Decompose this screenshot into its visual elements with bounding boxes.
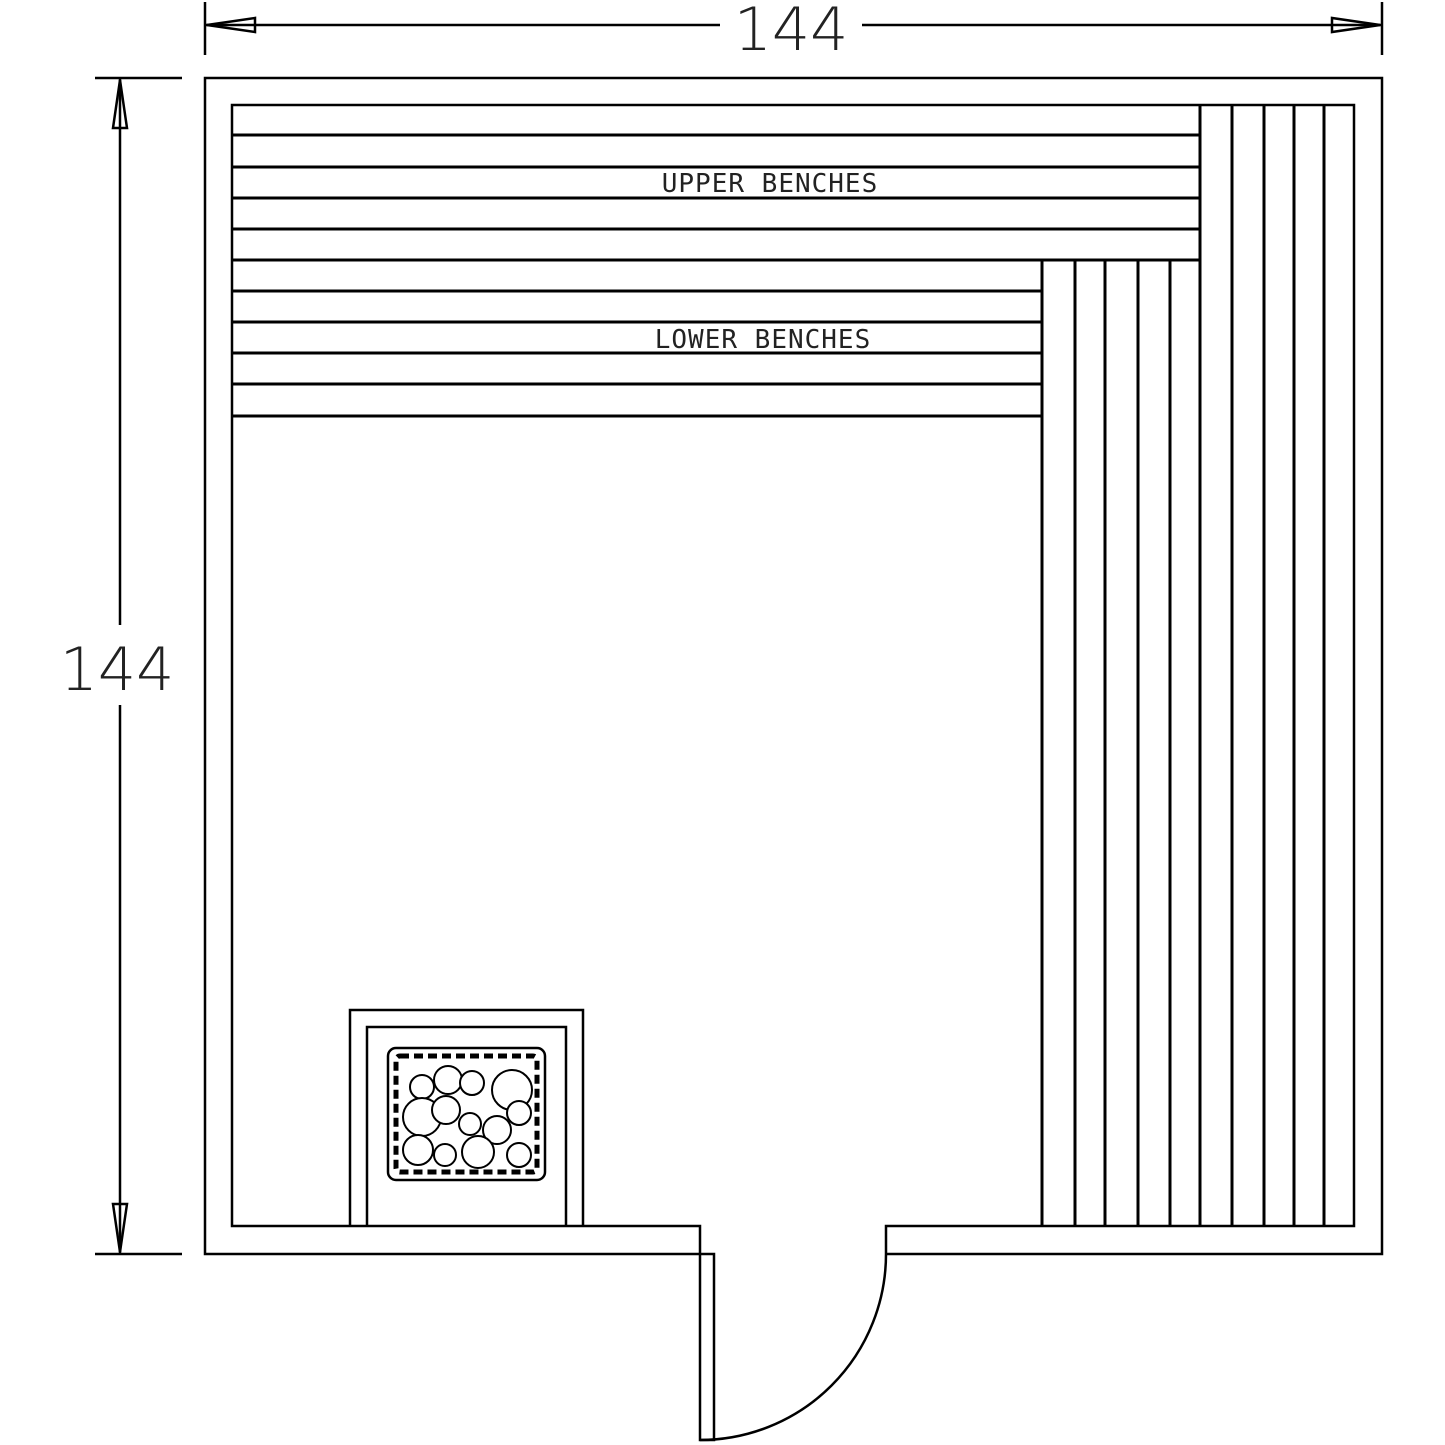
heater-stone-basket (386, 1046, 547, 1182)
height-dimension: 144 (60, 76, 182, 1256)
walls (203, 76, 1384, 1256)
width-label: 144 (734, 0, 849, 65)
heater-stone (458, 1112, 482, 1136)
heater-stone (409, 1074, 435, 1100)
arrow-right-icon (1330, 16, 1381, 34)
width-dimension: 144 (203, 0, 1384, 65)
heater-stone (506, 1100, 532, 1126)
benches (232, 105, 1326, 1226)
height-label: 144 (60, 635, 175, 705)
upper-benches-label: UPPER BENCHES (662, 169, 879, 199)
heater (348, 1008, 585, 1226)
arrow-left-icon (206, 16, 257, 34)
lower-benches-label: LOWER BENCHES (655, 325, 872, 355)
heater-stone (461, 1135, 495, 1169)
heater-stone (433, 1143, 457, 1167)
heater-stone (506, 1142, 532, 1168)
arrow-up-icon (111, 79, 129, 130)
heater-stone (459, 1070, 485, 1096)
heater-stone (482, 1115, 512, 1145)
heater-stone (431, 1095, 461, 1125)
heater-stone (433, 1065, 463, 1095)
arrow-down-icon (111, 1202, 129, 1253)
door (698, 1252, 888, 1442)
heater-stones (402, 1065, 533, 1169)
heater-stone (402, 1134, 434, 1166)
